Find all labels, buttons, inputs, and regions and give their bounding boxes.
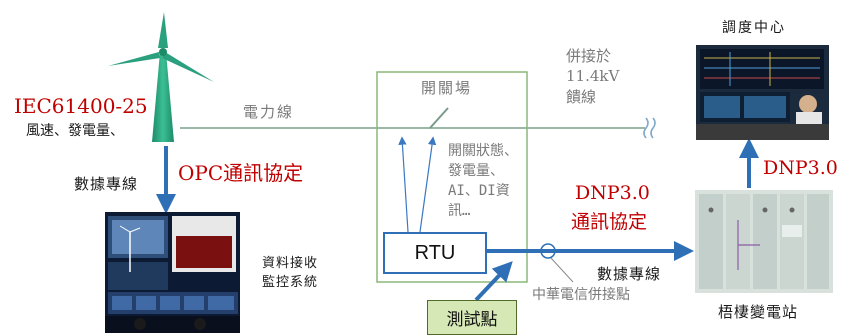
power-line-label: 電力線	[243, 103, 295, 121]
line-break-mark-1	[643, 117, 649, 139]
rtu-to-switch-arrow-2	[419, 136, 437, 233]
monitoring-system-photo	[105, 212, 240, 333]
rtu-to-switch-arrow-1	[398, 136, 409, 233]
rtu-box: RTU	[383, 232, 487, 274]
data-line-left-label: 數據專線	[74, 175, 139, 193]
grid-connection-line1: 併接於	[566, 47, 612, 65]
switchyard-status-line3: AI、DI資	[448, 183, 510, 199]
dnp-protocol-line1: DNP3.0	[575, 182, 650, 204]
dnp-upper-label: DNP3.0	[763, 157, 838, 179]
breaker-switch-blade	[429, 107, 449, 129]
monitoring-system-line1: 資料接收	[262, 256, 319, 271]
switchyard-status-line2: 發電量、	[448, 163, 504, 179]
test-point-label: 測試點	[446, 310, 498, 330]
turbine-tower	[152, 52, 174, 142]
switchyard-status-line4: 訊…	[448, 203, 471, 219]
switchyard-frame	[376, 71, 528, 283]
cht-connection-point	[540, 243, 556, 259]
data-line-right-label: 數據專線	[597, 265, 662, 283]
turbine-blade-right	[162, 52, 214, 82]
test-point-arrow	[474, 261, 513, 302]
switchyard-status-line1: 開關狀態、	[448, 143, 518, 159]
grid-connection-line3: 饋線	[566, 88, 597, 106]
turbine-blade-top	[158, 12, 168, 48]
cht-connection-label: 中華電信併接點	[532, 287, 630, 303]
cht-leader-line	[550, 257, 574, 283]
opc-protocol-label: OPC通訊協定	[178, 161, 304, 185]
dnp-protocol-line2: 通訊協定	[571, 211, 648, 233]
test-point-box: 測試點	[427, 300, 517, 335]
turbine-blade-left	[108, 52, 160, 66]
dispatch-center-label: 調度中心	[722, 20, 786, 36]
turbine-hub	[159, 48, 167, 56]
dispatch-center-photo	[696, 45, 829, 140]
turbine-data-items: 風速、發電量、	[26, 123, 124, 139]
substation-label: 梧棲變電站	[718, 303, 799, 321]
rtu-label: RTU	[414, 241, 456, 264]
iec-standard-label: IEC61400-25	[14, 94, 148, 118]
substation-photo	[695, 190, 833, 293]
line-break-mark-2	[650, 117, 656, 139]
monitoring-system-line2: 監控系統	[262, 275, 319, 290]
switchyard-title: 開關場	[421, 79, 473, 97]
grid-connection-line2: 11.4kV	[566, 67, 620, 85]
